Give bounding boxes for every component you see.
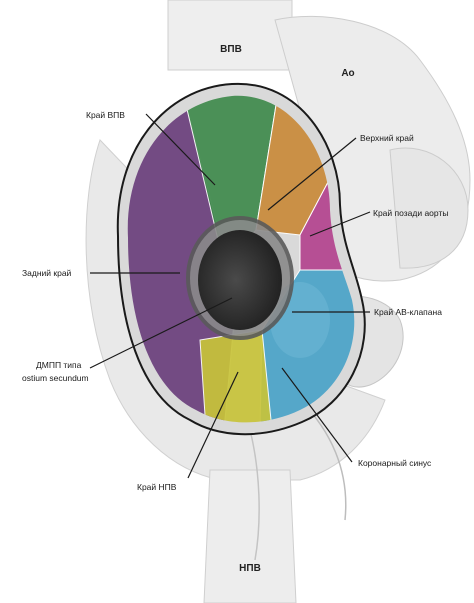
label-aortic-rim: Край позади аорты [373, 208, 448, 218]
asd-secundum-hole [198, 230, 282, 330]
label-superior-rim: Верхний край [360, 133, 414, 143]
label-asd-line2: ostium secundum [22, 373, 89, 383]
svc-label: ВПВ [220, 44, 242, 55]
label-coronary-sinus: Коронарный синус [358, 458, 432, 468]
label-posterior-rim: Задний край [22, 268, 72, 278]
label-ivc-rim: Край НПВ [137, 482, 177, 492]
ivc-label: НПВ [239, 563, 261, 574]
label-svc-rim: Край ВПВ [86, 110, 125, 120]
aorta-label: Ao [341, 68, 354, 79]
label-av-valve-rim: Край АВ-клапана [374, 307, 442, 317]
label-asd-line1: ДМПП типа [36, 360, 82, 370]
segment-ivc-rim [200, 330, 272, 430]
